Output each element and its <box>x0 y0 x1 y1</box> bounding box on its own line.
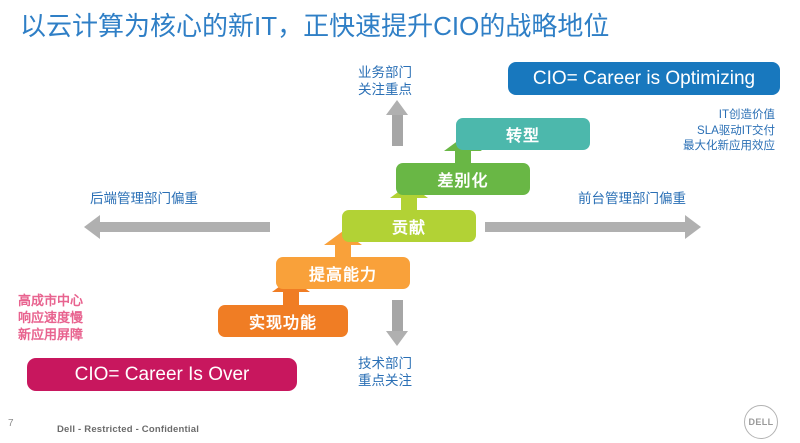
step-box-5[interactable]: 转型 <box>456 118 590 150</box>
tech-focus-label: 技术部门 重点关注 <box>358 356 412 388</box>
pain-points-label: 高成市中心 响应速度慢 新应用屏障 <box>18 293 84 342</box>
business-focus-label: 业务部门 关注重点 <box>358 65 412 97</box>
right-axis-label: 前台管理部门偏重 <box>578 191 686 206</box>
step-box-2[interactable]: 提高能力 <box>276 257 410 289</box>
footer-confidentiality: Dell - Restricted - Confidential <box>57 424 200 435</box>
step-box-4[interactable]: 差别化 <box>396 163 530 195</box>
left-axis-label: 后端管理部门偏重 <box>90 191 198 206</box>
step-box-1[interactable]: 实现功能 <box>218 305 348 337</box>
dell-logo: DELL <box>744 405 778 439</box>
page-title: 以云计算为核心的新IT，正快速提升CIO的战略地位 <box>20 11 610 41</box>
value-points-label: IT创造价值 SLA驱动IT交付 最大化新应用效应 <box>683 109 775 152</box>
step-box-3[interactable]: 贡献 <box>342 210 476 242</box>
cio-optimizing-pill[interactable]: CIO= Career is Optimizing <box>508 62 780 95</box>
page-number: 7 <box>8 418 14 429</box>
cio-over-pill[interactable]: CIO= Career Is Over <box>27 358 297 391</box>
